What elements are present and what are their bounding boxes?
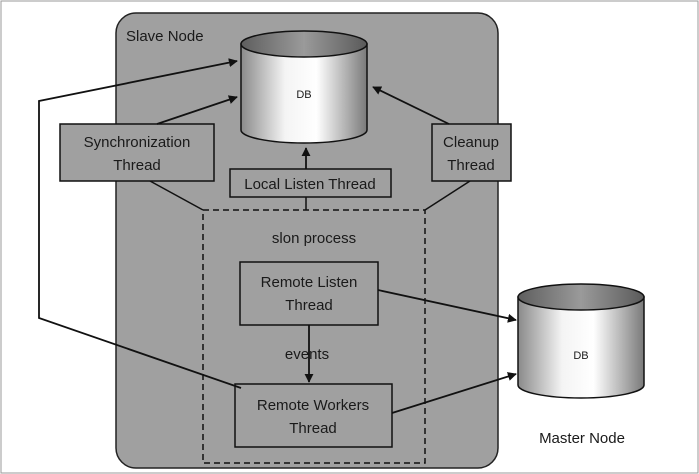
slon-process-label: slon process: [272, 230, 356, 247]
master-node-label: Master Node: [539, 430, 625, 447]
sync-to-slon-line: [149, 180, 204, 211]
sync-thread-label-line1: Synchronization: [84, 134, 191, 151]
remote-workers-to-slave-db-arrow: [38, 58, 242, 389]
cleanup-thread-box: Cleanup Thread: [431, 123, 512, 182]
events-label: events: [285, 346, 329, 363]
remote-listen-label-line2: Thread: [285, 297, 333, 314]
sync-thread-label-line2: Thread: [113, 157, 161, 174]
cleanup-thread-label-line1: Cleanup: [443, 134, 499, 151]
remote-listen-label-line1: Remote Listen: [261, 274, 358, 291]
slon-process-region: [202, 209, 426, 464]
remote-workers-label-line1: Remote Workers: [257, 397, 369, 414]
master-db-cylinder: DB: [517, 283, 645, 399]
slave-node-label: Slave Node: [126, 28, 204, 45]
remote-listen-to-master-db-arrow: [377, 289, 517, 323]
slave-db-cylinder: DB: [240, 30, 368, 144]
remote-workers-thread-box: Remote Workers Thread: [234, 383, 393, 448]
remote-listen-thread-box: Remote Listen Thread: [239, 261, 379, 326]
remote-workers-label-line2: Thread: [289, 420, 337, 437]
sync-to-slave-db-arrow: [156, 95, 238, 125]
remote-workers-to-master-db-arrow: [391, 372, 517, 414]
local-listen-thread-box: Local Listen Thread: [229, 168, 392, 198]
slave-db-label: DB: [296, 89, 311, 101]
synchronization-thread-box: Synchronization Thread: [59, 123, 215, 182]
cleanup-to-slave-db-arrow: [372, 86, 450, 125]
cleanup-thread-label-line2: Thread: [447, 157, 495, 174]
master-db-label: DB: [573, 350, 588, 362]
local-listen-label: Local Listen Thread: [244, 176, 375, 193]
cleanup-to-slon-line: [424, 180, 471, 211]
